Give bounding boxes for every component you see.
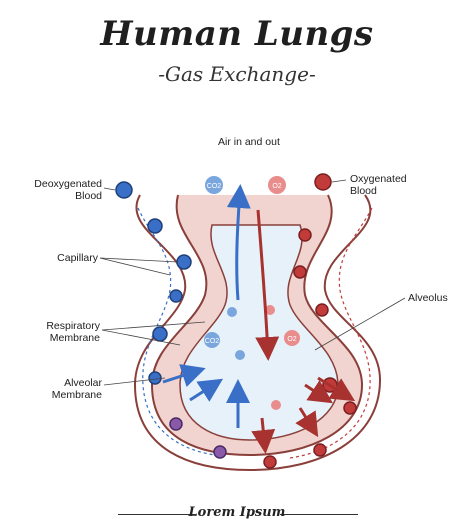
deoxygenated-blood-cells xyxy=(115,181,192,385)
alveolar-membrane-label: Alveolar Membrane xyxy=(51,377,102,401)
co2-label-top: CO2 xyxy=(207,183,222,190)
deoxygenated-blood-label: Deoxygenated Blood xyxy=(34,178,102,202)
label-leader-lines xyxy=(99,179,406,386)
o2-flow-arrows xyxy=(251,209,356,454)
blood-flow-oxygenated xyxy=(289,207,373,459)
page-title: Human Lungs xyxy=(100,14,374,54)
footer-line-right xyxy=(280,514,358,515)
co2-flow-arrows xyxy=(162,184,251,428)
respiratory-membrane-label: Respiratory Membrane xyxy=(46,320,100,344)
co2-molecules xyxy=(204,176,245,360)
oxygenated-blood-label: Oxygenated Blood xyxy=(350,173,407,197)
o2-label-inner: O2 xyxy=(287,336,296,343)
o2-molecules xyxy=(265,176,300,410)
o2-label-top: O2 xyxy=(272,183,281,190)
capillary-label: Capillary xyxy=(57,252,98,264)
air-label: Air in and out xyxy=(218,136,280,148)
co2-label-inner: CO2 xyxy=(205,338,220,345)
alveolus-label: Alveolus xyxy=(408,292,448,304)
mixed-blood-cells xyxy=(169,417,227,459)
capillary-wall-outer xyxy=(133,194,382,472)
blood-flow-deoxygenated xyxy=(137,207,216,456)
page-subtitle: -Gas Exchange- xyxy=(158,62,316,86)
footer-line-left xyxy=(118,514,196,515)
footer-text: Lorem Ipsum xyxy=(188,505,286,520)
